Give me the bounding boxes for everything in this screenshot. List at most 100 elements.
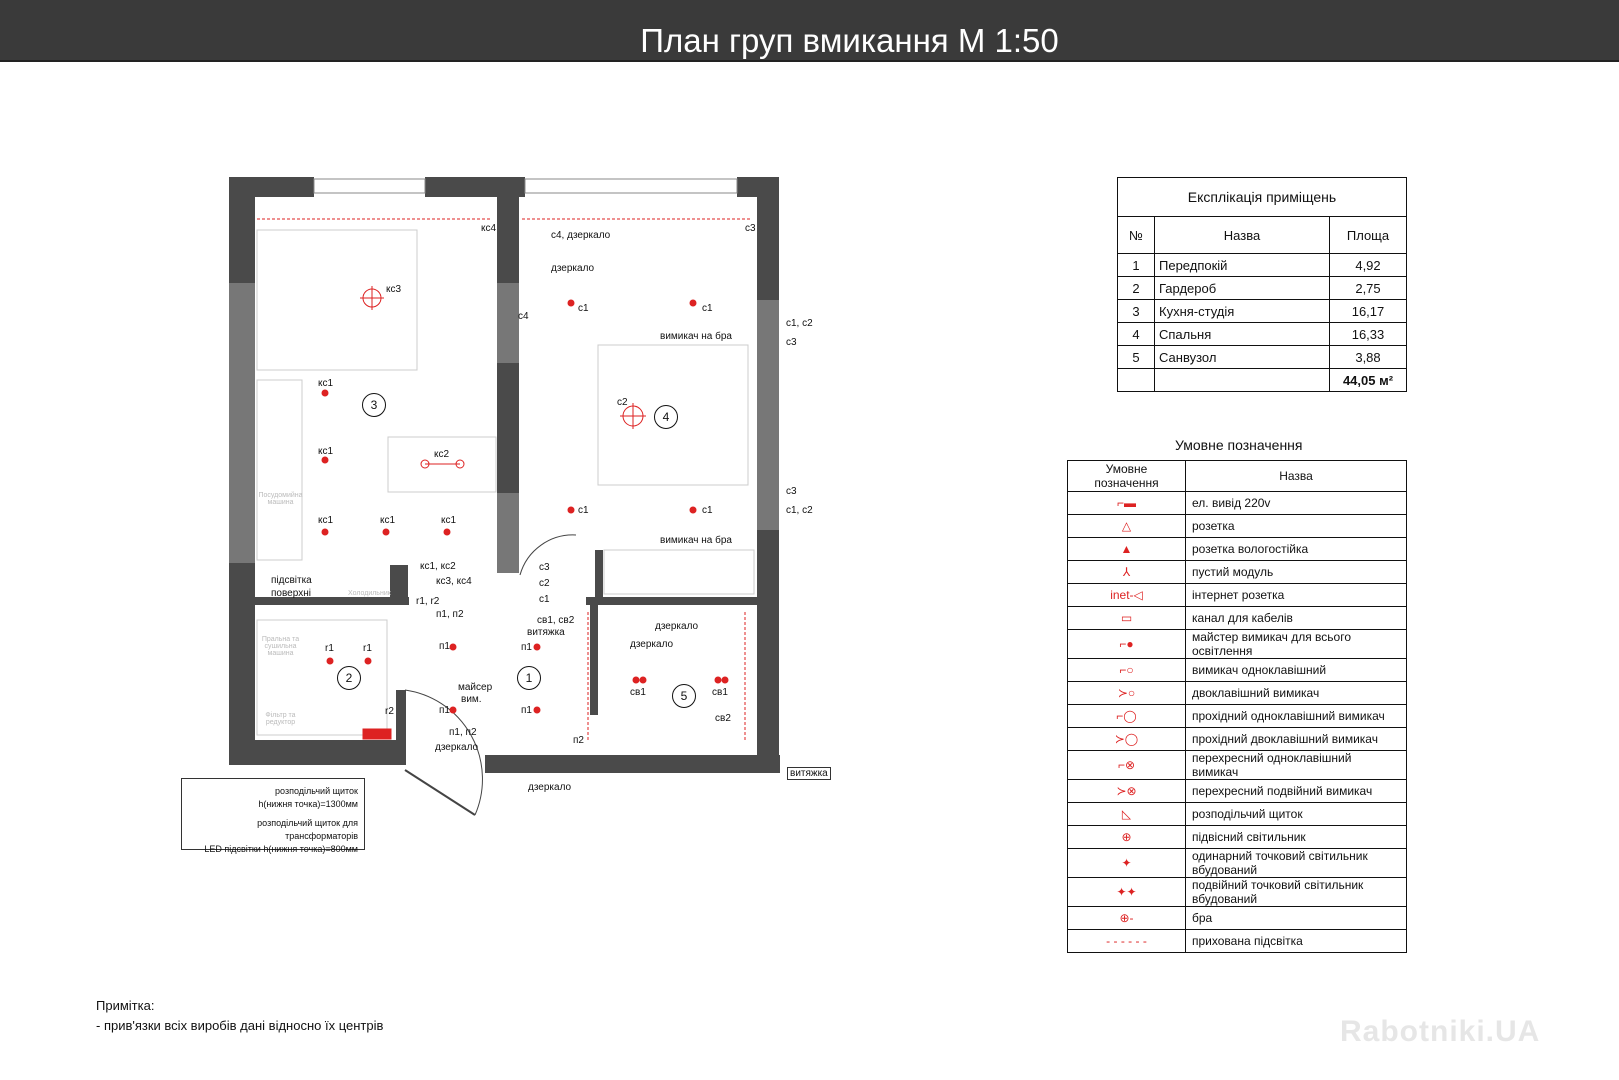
legend-row: ⊕підвісний світильник [1067, 825, 1407, 849]
legend-row: ⌐◯прохідний одноклавішний вимикач [1067, 704, 1407, 728]
plan-label: п1, п2 [436, 609, 464, 620]
plan-label: вимикач на бра [660, 535, 732, 546]
plan-label: r1 [363, 643, 372, 654]
legend-label: вимикач одноклавішний [1185, 658, 1407, 682]
plan-label: кс3 [386, 284, 402, 295]
internet-socket-icon: inet-◁ [1067, 583, 1186, 607]
plan-label: св2 [715, 713, 731, 724]
plan-label: с4, дзеркало [551, 230, 611, 241]
col-header: № [1117, 216, 1155, 254]
single-spotlight-icon: ✦ [1067, 848, 1186, 878]
table-cell: Санвузол [1154, 345, 1330, 369]
room-number: 3 [362, 393, 386, 417]
plan-label: кс1 [441, 515, 457, 526]
table-cell: 4 [1117, 322, 1155, 346]
legend-label: канал для кабелів [1185, 606, 1407, 630]
legend-row: ✦одинарний точковий світильник вбудовани… [1067, 848, 1407, 878]
empty-cell [1117, 368, 1155, 392]
plan-label: дзеркало [630, 639, 674, 650]
socket-icon: △ [1067, 514, 1186, 538]
room-number: 4 [654, 405, 678, 429]
appliance-label: Посудомийна машина [258, 492, 303, 506]
plan-label: r1 [325, 643, 334, 654]
master-switch-icon: ⌐● [1067, 629, 1186, 659]
plan-label: дзеркало [655, 621, 699, 632]
legend-row: ▲розетка вологостійка [1067, 537, 1407, 561]
plan-label: с1 [702, 303, 713, 314]
appliance-label: Холодильник [348, 590, 391, 597]
plan-label: кс1 [318, 446, 334, 457]
legend-row: ◺розподільчий щиток [1067, 802, 1407, 826]
plan-label: кс3, кс4 [436, 576, 472, 587]
outlet-220v-icon: ⌐▬ [1067, 491, 1186, 515]
table-cell: Кухня-студія [1154, 299, 1330, 323]
legend-row: inet-◁інтернет розетка [1067, 583, 1407, 607]
plan-label: п1, п2 [449, 727, 477, 738]
col-header: Назва [1185, 460, 1407, 492]
plan-label: витяжка [787, 767, 831, 780]
legend-row: ≻⊗перехресний подвійний вимикач [1067, 779, 1407, 803]
legend-label: одинарний точковий світильник вбудований [1185, 848, 1407, 878]
table-cell: 5 [1117, 345, 1155, 369]
double-spotlight-icon: ✦✦ [1067, 877, 1186, 907]
plan-label: п1 [439, 641, 450, 652]
plan-label: с3 [786, 337, 797, 348]
plan-label: дзеркало [551, 263, 595, 274]
plan-label: с1, с2 [786, 318, 813, 329]
plan-label: п2 [573, 735, 584, 746]
walls [229, 177, 780, 773]
legend-label: розподільчий щиток [1185, 802, 1407, 826]
legend-label: перехресний одноклавішний вимикач [1185, 750, 1407, 780]
plan-label: кс4 [481, 223, 497, 234]
furniture [256, 229, 755, 816]
plan-label: вимикач на бра [660, 331, 732, 342]
pass-double-switch-icon: ≻◯ [1067, 727, 1186, 751]
panel-note-line: розподільчий щиток для трансформаторів [257, 818, 358, 841]
legend-label: розетка вологостійка [1185, 537, 1407, 561]
watermark: Rabotniki.UA [1340, 1015, 1541, 1048]
legend-row: ⌐●майстер вимикач для всього освітлення [1067, 629, 1407, 659]
plan-label: кс1 [318, 378, 334, 389]
appliance-label: Фільтр та редуктор [265, 712, 296, 726]
legend-row: ⌐○вимикач одноклавішний [1067, 658, 1407, 682]
plan-label: с1 [539, 594, 550, 605]
legend-row: ≻○двоклавішний вимикач [1067, 681, 1407, 705]
plan-label: с1 [702, 505, 713, 516]
plan-label: с1 [578, 303, 589, 314]
room-number: 1 [517, 666, 541, 690]
plan-label: п1 [439, 705, 450, 716]
plan-label: майсер [458, 682, 493, 693]
room-number: 5 [672, 684, 696, 708]
panel-note-line: LED підсвітки h(нижня точка)=800мм [204, 844, 358, 854]
hidden-lighting-icon: - - - - - - [1067, 929, 1186, 953]
legend-label: прохідний двоклавішний вимикач [1185, 727, 1407, 751]
cross-double-switch-icon: ≻⊗ [1067, 779, 1186, 803]
pass-single-switch-icon: ⌐◯ [1067, 704, 1186, 728]
table-cell: 16,33 [1329, 322, 1407, 346]
table-cell: 2,75 [1329, 276, 1407, 300]
plan-label: с4 [518, 311, 529, 322]
panel-note-line: розподільчий щиток [275, 786, 358, 796]
plan-label: підсвітка [271, 575, 312, 586]
cable-channel-icon: ▭ [1067, 606, 1186, 630]
total-area: 44,05 м² [1329, 368, 1407, 392]
col-header: Площа [1329, 216, 1407, 254]
note: Примітка: - прив'язки всіх виробів дані … [96, 996, 383, 1036]
legend-title: Умовне позначення [1175, 437, 1303, 453]
plan-label: r1, r2 [416, 596, 440, 607]
legend-row: ≻◯прохідний двоклавішний вимикач [1067, 727, 1407, 751]
table-cell: 4,92 [1329, 253, 1407, 277]
plan-label: с2 [617, 397, 628, 408]
plan-label: с3 [745, 223, 756, 234]
plan-label: п1 [521, 705, 532, 716]
table-cell: Передпокій [1154, 253, 1330, 277]
legend-row: ▭канал для кабелів [1067, 606, 1407, 630]
table-cell: 2 [1117, 276, 1155, 300]
plan-label: дзеркало [435, 742, 479, 753]
